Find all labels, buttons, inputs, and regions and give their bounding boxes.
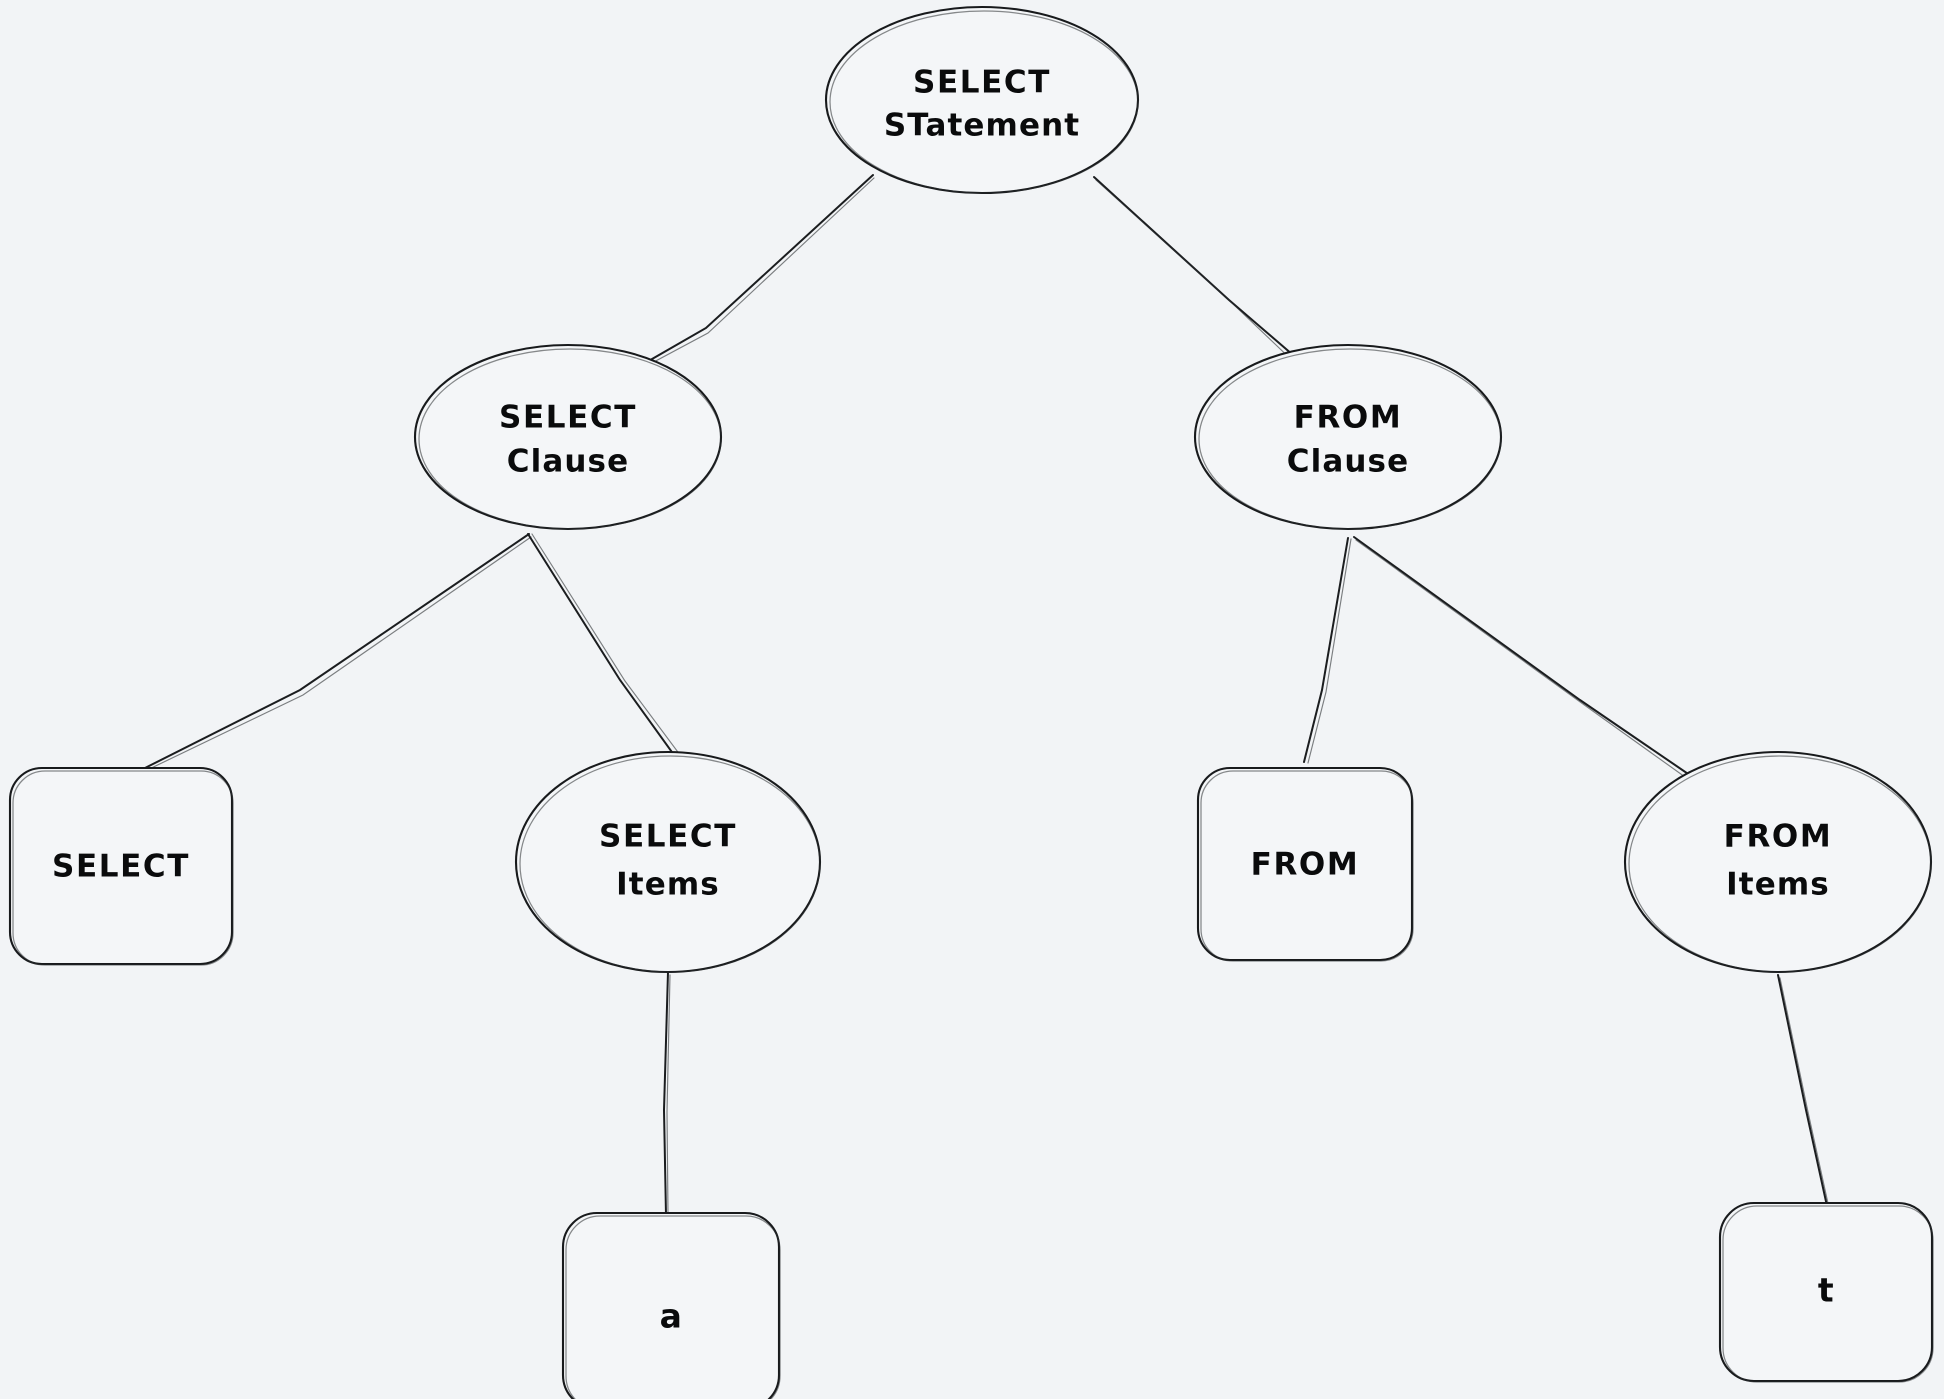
node-select-terminal[interactable]: SELECT [8,766,234,966]
edge-from-clause-to-from-items [1353,536,1717,798]
node-select-items-label-line1: SELECT [599,819,737,855]
node-from-clause-label-line2: Clause [1287,444,1409,480]
node-from-items-label-line2: Items [1726,867,1830,903]
edge-select-clause-to-select-terminal [140,533,532,774]
node-from-clause-label-line1: FROM [1294,400,1403,436]
edge-from-items-to-table-t [1777,974,1830,1209]
edge-select-statement-to-select-clause [621,174,875,380]
node-table-t[interactable]: t [1718,1201,1934,1383]
node-select-clause[interactable]: SELECT Clause [413,343,723,531]
node-from-clause[interactable]: FROM Clause [1193,343,1503,531]
node-from-terminal[interactable]: FROM [1196,766,1414,962]
node-column-a-label: a [660,1297,683,1336]
node-select-clause-label-line1: SELECT [499,400,637,436]
node-column-a[interactable]: a [561,1211,781,1399]
node-select-statement-label-line2: STatement [884,108,1080,144]
edge-select-clause-to-select-items [527,533,693,774]
node-select-terminal-label: SELECT [52,849,190,885]
edge-from-clause-to-from-terminal [1303,537,1352,764]
edge-select-statement-to-from-clause [1093,176,1301,366]
node-from-terminal-label: FROM [1251,847,1360,883]
edge-select-items-to-column-a [662,971,671,1216]
node-select-statement-label-line1: SELECT [913,65,1051,101]
edge-group [140,174,1830,1216]
node-select-items-label-line2: Items [616,867,720,903]
node-from-items-label-line1: FROM [1724,819,1833,855]
node-select-statement[interactable]: SELECT STatement [824,5,1140,195]
node-from-items[interactable]: FROM Items [1623,750,1933,974]
node-select-clause-label-line2: Clause [507,444,629,480]
node-select-items[interactable]: SELECT Items [514,750,822,974]
node-table-t-label: t [1818,1271,1834,1310]
